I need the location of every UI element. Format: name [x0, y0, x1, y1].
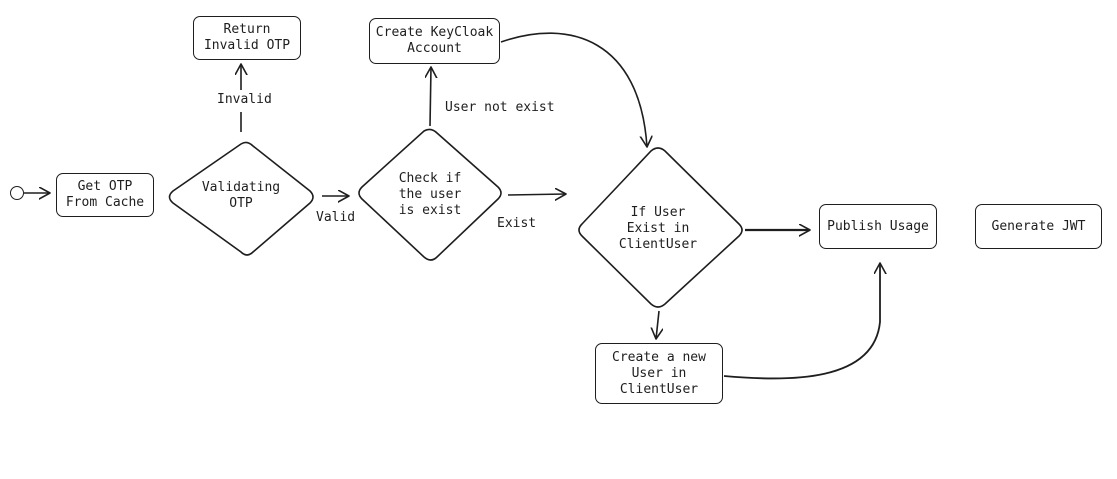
if-exist-to-create-user-arrow [656, 310, 659, 339]
valid-label: Valid [316, 210, 356, 225]
user-not-exist-arrow [430, 67, 431, 127]
start-node [10, 186, 24, 200]
validating-otp-node: Validating OTP [201, 180, 281, 211]
if-user-exist-diamond [578, 147, 743, 308]
exist-arrow [507, 194, 566, 195]
create-new-user-node: Create a new User in ClientUser [595, 343, 723, 404]
if-user-exist-node: If User Exist in ClientUser [618, 205, 698, 252]
invalid-label: Invalid [217, 92, 272, 107]
keycloak-to-if-exist-arrow [500, 32, 647, 147]
get-otp-node: Get OTP From Cache [56, 173, 154, 217]
check-user-exist-node: Check if the user is exist [398, 171, 462, 218]
return-invalid-otp-node: Return Invalid OTP [193, 16, 301, 60]
generate-jwt-node: Generate JWT [975, 204, 1102, 249]
create-user-to-publish-arrow [723, 263, 880, 380]
publish-usage-node: Publish Usage [819, 204, 937, 249]
validating-otp-diamond [168, 141, 314, 256]
create-keycloak-account-node: Create KeyCloak Account [369, 18, 500, 64]
user-not-exist-label: User not exist [445, 100, 555, 115]
check-user-diamond [358, 128, 502, 261]
exist-label: Exist [497, 216, 537, 231]
